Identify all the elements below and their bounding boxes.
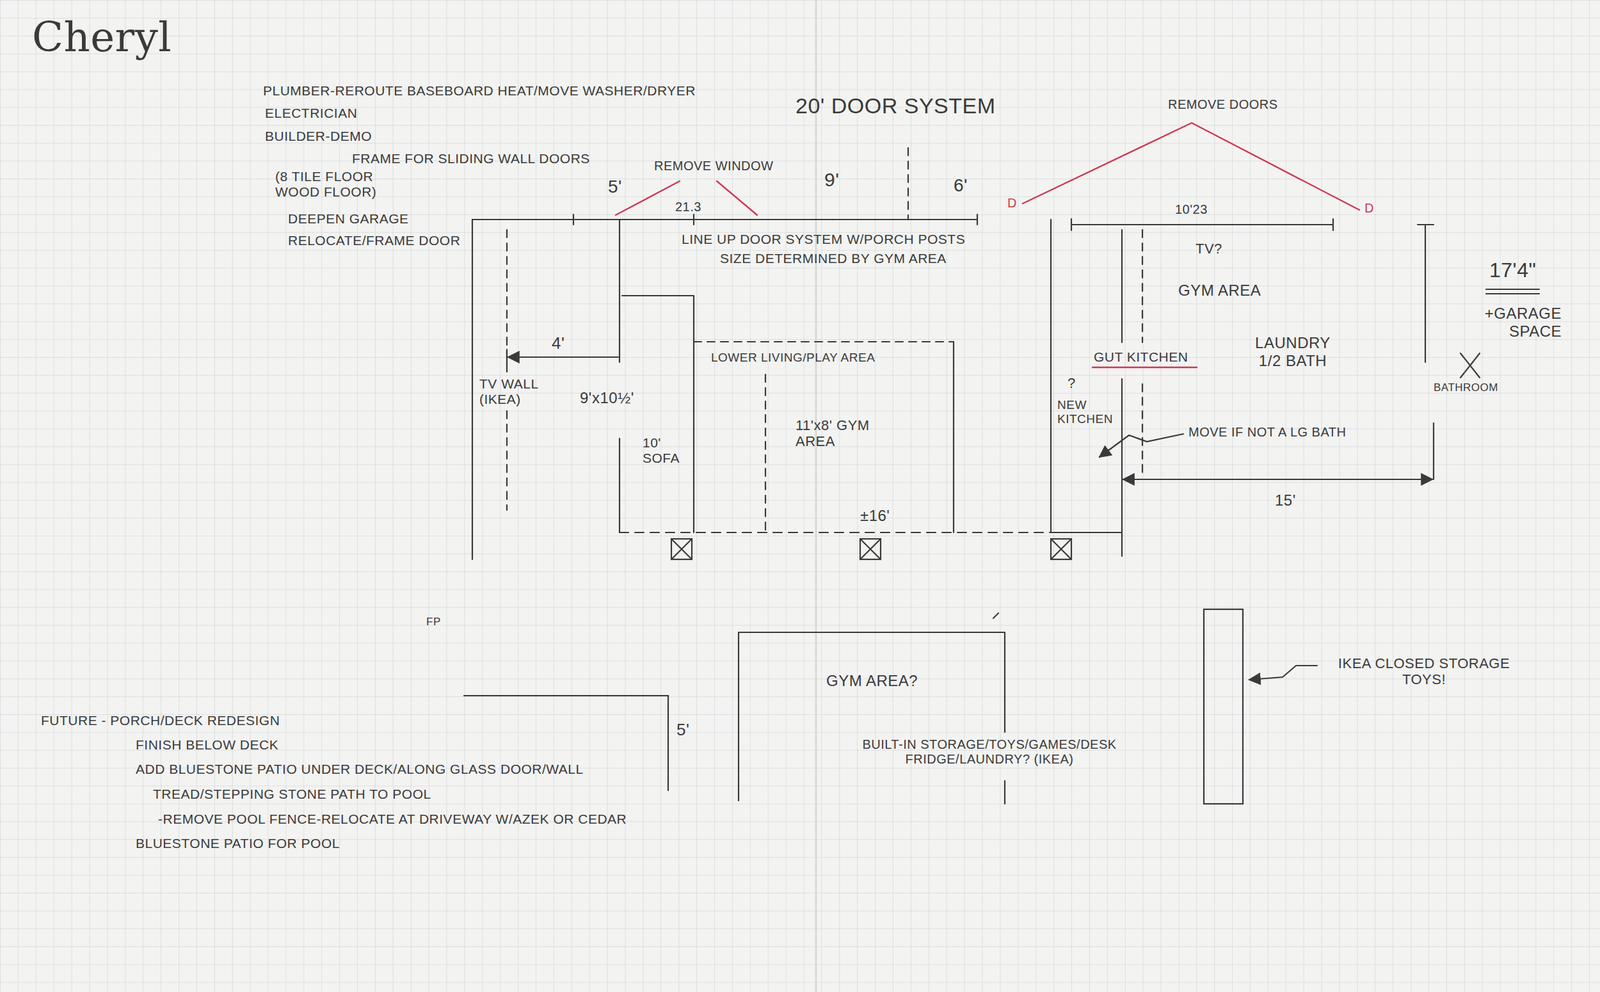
dimension-label: 9'x10½' bbox=[579, 389, 635, 408]
plan-lines bbox=[464, 147, 1540, 804]
dimension-line bbox=[1123, 478, 1433, 480]
dimension-line bbox=[508, 356, 619, 358]
room-label: GYM AREA? bbox=[826, 672, 918, 690]
door-marker bbox=[671, 538, 1072, 560]
dimension-label: 5' bbox=[608, 176, 623, 198]
wall-line bbox=[1121, 229, 1123, 557]
dimension-line bbox=[1071, 218, 1334, 231]
wall-line bbox=[622, 295, 694, 533]
wall-line bbox=[618, 219, 621, 533]
storage-cabinet bbox=[1203, 609, 1243, 804]
room-label: TV? bbox=[1195, 240, 1223, 257]
markup-note: REMOVE WINDOW bbox=[654, 158, 774, 174]
note-text: DEEPEN GARAGE bbox=[288, 211, 409, 227]
door-divider bbox=[907, 147, 909, 220]
room-label: BATHROOM bbox=[1433, 381, 1499, 395]
leader-line bbox=[1099, 433, 1184, 457]
note-text: -REMOVE POOL FENCE-RELOCATE AT DRIVEWAY … bbox=[158, 811, 627, 827]
double-underline bbox=[1486, 289, 1540, 294]
dimension-tick bbox=[1432, 423, 1435, 480]
remove-doors-mark bbox=[1022, 122, 1360, 210]
lower-room-lines bbox=[738, 632, 1005, 804]
living-area-edge bbox=[952, 341, 955, 533]
dimension-label: 9' bbox=[824, 168, 840, 192]
note-text: ADD BLUESTONE PATIO UNDER DECK/ALONG GLA… bbox=[135, 761, 584, 777]
room-label: 10' SOFA bbox=[642, 435, 689, 466]
dimension-label: 21.3 bbox=[675, 199, 702, 215]
dimension-label: 4' bbox=[551, 334, 565, 354]
note-text: FINISH BELOW DECK bbox=[135, 737, 279, 753]
door-letter: D bbox=[1364, 200, 1375, 216]
note-text: ELECTRICIAN bbox=[264, 105, 358, 121]
top-wall bbox=[472, 218, 978, 221]
note-text: MOVE IF NOT A LG BATH bbox=[1188, 424, 1346, 440]
heading-text: 20' DOOR SYSTEM bbox=[795, 93, 996, 119]
note-text: (8 TILE FLOOR WOOD FLOOR) bbox=[275, 168, 404, 200]
note-text: FRAME FOR SLIDING WALL DOORS bbox=[352, 151, 591, 167]
note-text: SIZE DETERMINED BY GYM AREA bbox=[720, 250, 947, 267]
dimension-label: 10'23 bbox=[1175, 202, 1208, 217]
room-label: FP bbox=[426, 615, 441, 629]
room-label: TV WALL (IKEA) bbox=[479, 376, 552, 408]
dimension-label: 15' bbox=[1274, 491, 1296, 510]
wall-tick bbox=[573, 214, 978, 225]
room-label: GYM AREA bbox=[1178, 281, 1261, 300]
glass-wall-line bbox=[619, 531, 1051, 534]
note-text: LINE UP DOOR SYSTEM W/PORCH POSTS bbox=[681, 231, 966, 248]
note-text: FUTURE - PORCH/DECK REDESIGN bbox=[40, 712, 280, 729]
note-text: RELOCATE/FRAME DOOR bbox=[288, 232, 461, 249]
room-label: LOWER LIVING/PLAY AREA bbox=[711, 350, 875, 365]
dimension-label: 6' bbox=[953, 175, 968, 196]
tv-wall-line bbox=[506, 229, 508, 511]
dimension-label: 5' bbox=[676, 720, 690, 740]
paper-fold bbox=[815, 0, 818, 992]
dimension-label: 17'4" bbox=[1489, 258, 1536, 283]
room-label: LAUNDRY 1/2 BATH bbox=[1248, 334, 1338, 370]
gym-area-edge bbox=[764, 374, 767, 531]
note-text: TREAD/STEPPING STONE PATH TO POOL bbox=[152, 786, 432, 802]
x-mark bbox=[1460, 353, 1480, 378]
note-text: BUILT-IN STORAGE/TOYS/GAMES/DESK FRIDGE/… bbox=[839, 737, 1140, 767]
markup-note: REMOVE DOORS bbox=[1168, 97, 1279, 112]
dimension-label: ±16' bbox=[860, 506, 890, 525]
room-label: GUT KITCHEN bbox=[1093, 349, 1188, 365]
dimension-tick bbox=[506, 349, 508, 365]
kitchen-wall bbox=[1050, 219, 1122, 533]
note-text: BLUESTONE PATIO FOR POOL bbox=[135, 835, 340, 852]
title-text: Cheryl bbox=[32, 14, 172, 62]
note-text: BUILDER-DEMO bbox=[264, 128, 372, 144]
red-markups bbox=[615, 122, 1360, 368]
pencil-mark bbox=[993, 613, 999, 619]
living-area-edge bbox=[693, 341, 954, 343]
room-label: 11'x8' GYM AREA bbox=[795, 417, 886, 450]
door-letter: D bbox=[1007, 195, 1017, 211]
right-wall bbox=[1417, 224, 1434, 363]
question-mark: ? bbox=[1067, 375, 1076, 392]
room-label: NEW KITCHEN bbox=[1057, 398, 1119, 427]
left-wall bbox=[471, 219, 473, 560]
remove-window-mark bbox=[615, 181, 758, 216]
note-text: +GARAGE SPACE bbox=[1465, 304, 1562, 340]
note-text: PLUMBER-REROUTE BASEBOARD HEAT/MOVE WASH… bbox=[263, 83, 696, 99]
note-text: IKEA CLOSED STORAGE TOYS! bbox=[1318, 655, 1530, 688]
leader-line bbox=[1249, 665, 1318, 680]
red-underline bbox=[1092, 366, 1197, 368]
